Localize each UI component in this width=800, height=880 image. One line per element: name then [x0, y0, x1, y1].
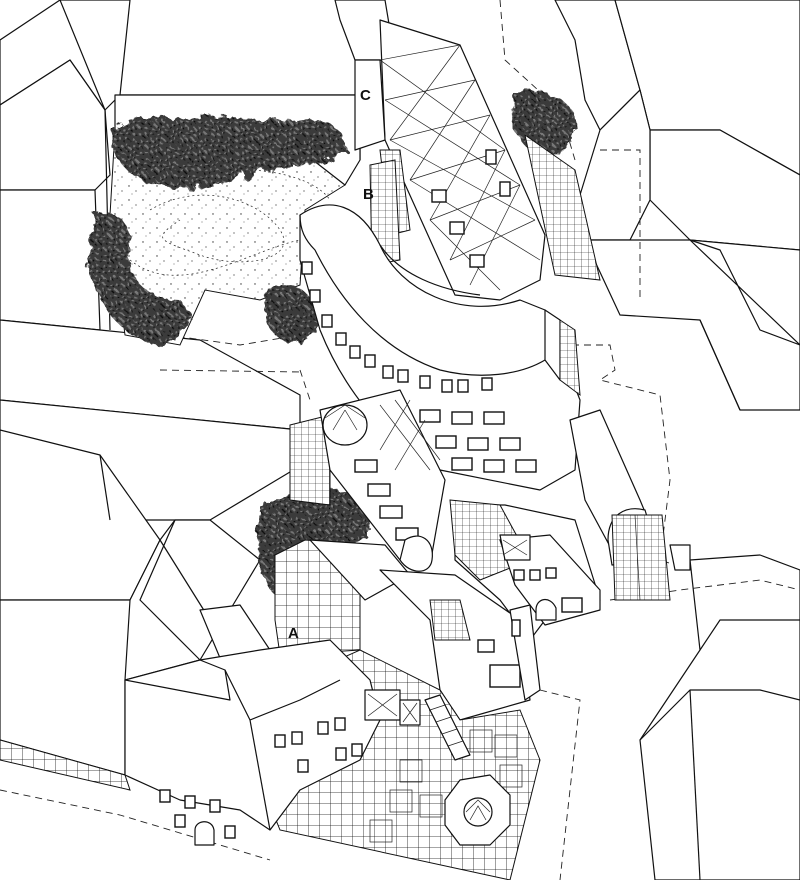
label-b: B: [363, 186, 374, 203]
right-wing-arch: [569, 409, 691, 601]
lower-complex: [124, 499, 601, 880]
label-c: C: [360, 87, 371, 104]
curved-facade-windows: [301, 261, 493, 393]
cylinder-tower: [289, 389, 446, 572]
front-facade-windows: [419, 409, 537, 473]
building-labels: C B A: [288, 87, 374, 642]
building-b-curved-block: [299, 159, 581, 491]
label-a: A: [288, 625, 299, 642]
